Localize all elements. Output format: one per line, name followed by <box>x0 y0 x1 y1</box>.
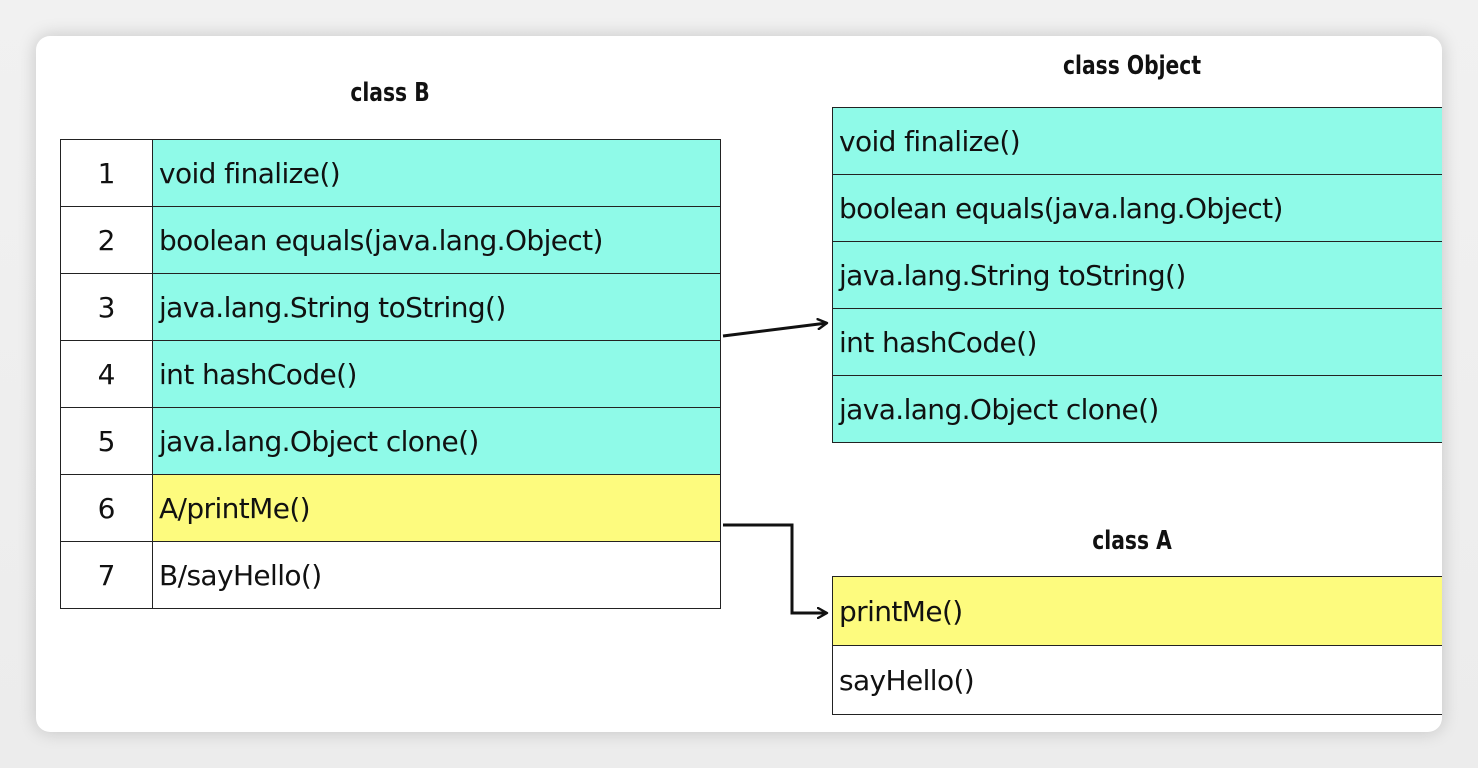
class-b-row: 2 boolean equals(java.lang.Object) <box>60 206 721 274</box>
method-cell: boolean equals(java.lang.Object) <box>152 206 721 274</box>
diagram-card: class B class Object class A 1 void fina… <box>36 36 1442 732</box>
class-object-row: java.lang.Object clone() <box>832 375 1442 443</box>
class-b-row: 6 A/printMe() <box>60 474 721 542</box>
method-cell: java.lang.Object clone() <box>152 407 721 475</box>
row-index: 4 <box>60 340 153 408</box>
class-object-row: boolean equals(java.lang.Object) <box>832 174 1442 242</box>
class-b-row: 5 java.lang.Object clone() <box>60 407 721 475</box>
method-cell: B/sayHello() <box>152 541 721 609</box>
class-b-title: class B <box>350 78 430 108</box>
method-cell: java.lang.Object clone() <box>832 375 1442 443</box>
row-index: 7 <box>60 541 153 609</box>
arrow-layer <box>722 36 1442 732</box>
class-b-row: 4 int hashCode() <box>60 340 721 408</box>
class-a-row: printMe() <box>832 576 1442 646</box>
class-object-title: class Object <box>1062 51 1202 81</box>
class-a-title: class A <box>1092 526 1172 556</box>
class-object-method-table: void finalize() boolean equals(java.lang… <box>832 107 1442 443</box>
method-cell: int hashCode() <box>152 340 721 408</box>
method-cell: java.lang.String toString() <box>832 241 1442 309</box>
class-a-row: sayHello() <box>832 645 1442 715</box>
class-a-method-table: printMe() sayHello() <box>832 576 1442 715</box>
class-b-row: 7 B/sayHello() <box>60 541 721 609</box>
arrow-b-to-class-a <box>723 523 827 613</box>
class-b-row: 3 java.lang.String toString() <box>60 273 721 341</box>
method-cell: printMe() <box>832 576 1442 646</box>
class-object-row: java.lang.String toString() <box>832 241 1442 309</box>
row-index: 3 <box>60 273 153 341</box>
row-index: 5 <box>60 407 153 475</box>
method-cell: sayHello() <box>832 645 1442 715</box>
method-cell: A/printMe() <box>152 474 721 542</box>
method-cell: java.lang.String toString() <box>152 273 721 341</box>
arrow-b-to-object <box>722 323 827 338</box>
row-index: 6 <box>60 474 153 542</box>
row-index: 2 <box>60 206 153 274</box>
method-cell: boolean equals(java.lang.Object) <box>832 174 1442 242</box>
class-b-row: 1 void finalize() <box>60 139 721 207</box>
class-b-method-table: 1 void finalize() 2 boolean equals(java.… <box>60 139 721 609</box>
